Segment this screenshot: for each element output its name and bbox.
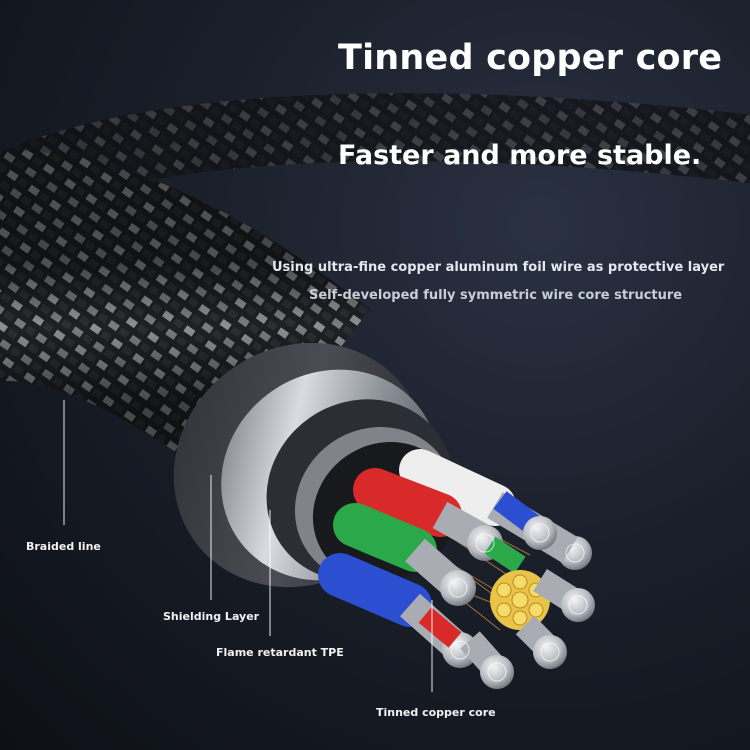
- description-line-2: Self-developed fully symmetric wire core…: [309, 288, 683, 303]
- headline-title: Tinned copper core: [338, 38, 723, 78]
- label-braided-line: Braided line: [26, 540, 101, 553]
- headline-subtitle: Faster and more stable.: [338, 140, 702, 171]
- label-shielding-layer: Shielding Layer: [163, 610, 260, 623]
- description-line-1: Using ultra-fine copper aluminum foil wi…: [272, 260, 725, 275]
- label-tinned-copper-core: Tinned copper core: [376, 706, 496, 719]
- label-flame-retardant-tpe: Flame retardant TPE: [216, 646, 344, 659]
